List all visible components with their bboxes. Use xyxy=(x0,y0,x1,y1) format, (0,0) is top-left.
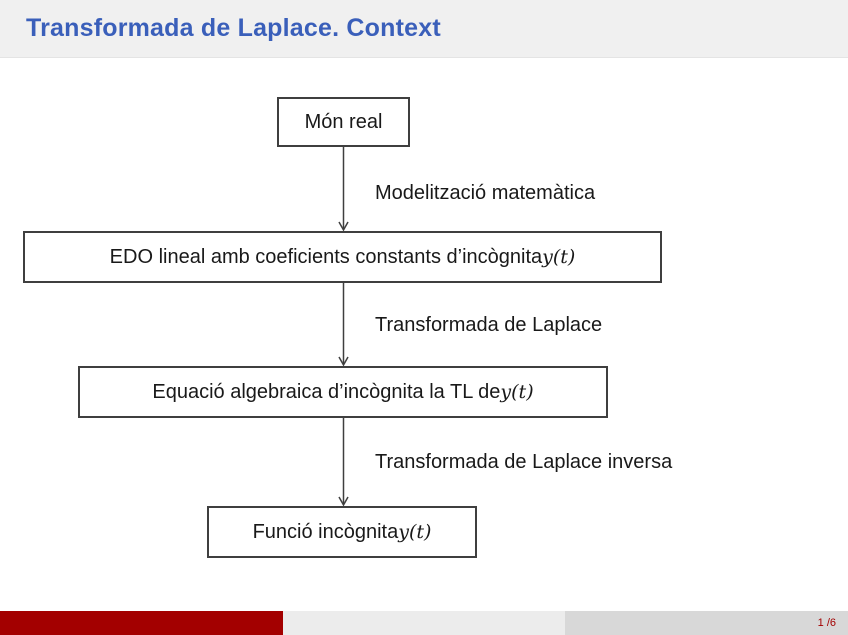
math-y-of-t: y(t) xyxy=(398,521,432,543)
flow-box-label: Funció incògnita xyxy=(252,520,399,543)
footer-segment-title xyxy=(283,611,565,635)
slide-header: Transformada de Laplace. Context xyxy=(0,0,848,58)
footer-segment-date: 1 /6 xyxy=(565,611,848,635)
flow-box-label: Món real xyxy=(304,110,383,133)
flow-arrows xyxy=(338,147,349,507)
edge-label-transformada: Transformada de Laplace xyxy=(375,314,603,336)
page-number: 1 /6 xyxy=(817,617,836,629)
math-y-of-t: y(t) xyxy=(500,381,534,403)
flow-box-funcio-incognita: Funció incògnita y(t) xyxy=(207,506,477,558)
edge-label-transformada-inversa: Transformada de Laplace inversa xyxy=(375,451,673,473)
slide-title: Transformada de Laplace. Context xyxy=(26,14,441,42)
flow-box-mon-real: Món real xyxy=(277,97,410,147)
edge-label-modelitzacio: Modelització matemàtica xyxy=(375,182,596,204)
footer-bar: 1 /6 xyxy=(0,611,848,635)
diagram-area: Món real Modelització matemàtica EDO lin… xyxy=(0,58,848,611)
flow-box-equacio-algebraica: Equació algebraica d’incògnita la TL de … xyxy=(78,366,608,418)
flow-box-label: EDO lineal amb coeficients constants d’i… xyxy=(109,245,543,268)
math-y-of-t: y(t) xyxy=(542,246,576,268)
flow-box-edo: EDO lineal amb coeficients constants d’i… xyxy=(23,231,662,283)
footer-segment-author xyxy=(0,611,283,635)
flow-box-label: Equació algebraica d’incògnita la TL de xyxy=(152,380,501,403)
